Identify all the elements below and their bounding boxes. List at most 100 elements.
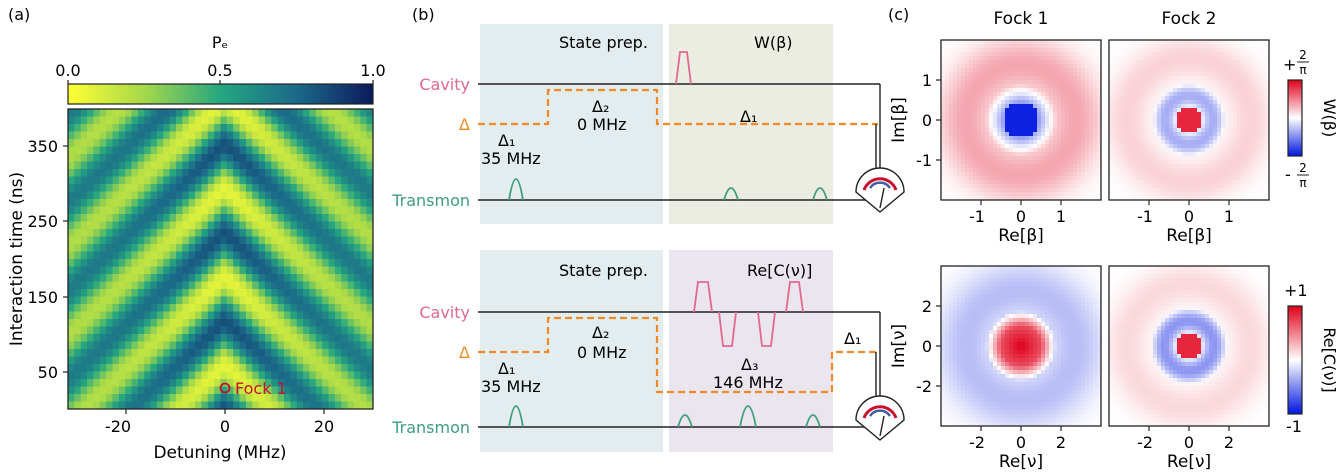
- meter-icon: [855, 395, 905, 441]
- c-bot-xtick-1: -2: [969, 433, 985, 452]
- detuning-trace-top: [478, 88, 878, 126]
- fock1-marker: [219, 382, 231, 394]
- c-top-ytick-2: 0: [922, 111, 932, 130]
- panel-label-a: (a): [8, 5, 30, 24]
- delta1-value-top: 35 MHz: [481, 149, 541, 168]
- panel-label-b: (b): [412, 5, 435, 24]
- transmon-pulse-bottom-2: [677, 414, 693, 428]
- col-title-fock1: Fock 1: [994, 9, 1049, 29]
- wigner-label-top: W(β): [754, 33, 793, 52]
- c-bot-xtick-5: 0: [1184, 433, 1194, 452]
- delta1-label-top: Δ₁: [498, 131, 515, 150]
- c-bot-xtick-6: 2: [1224, 433, 1234, 452]
- cb-wigner-label: W(β): [1320, 99, 1339, 138]
- heatmap-frame: [67, 108, 374, 410]
- transmon-label-top: Transmon: [391, 191, 470, 210]
- c-top-xtick-5: 0: [1184, 207, 1194, 226]
- c-top-ytick-1: 1: [922, 71, 932, 90]
- delta3-value-bottom: 146 MHz: [713, 373, 783, 392]
- cavity-label-bottom: Cavity: [419, 303, 470, 322]
- c-bot-xtick-3: 2: [1056, 433, 1066, 452]
- c-top-xtick-4: -1: [1137, 207, 1153, 226]
- delta1-value-bottom: 35 MHz: [481, 377, 541, 396]
- c-bot-ytick-2: 0: [922, 337, 932, 356]
- transmon-pulse-bottom-3: [739, 405, 757, 428]
- c-bot-ytick-3: -2: [916, 377, 932, 396]
- colorbar-charfn: [1287, 305, 1303, 415]
- x-axis-label: Detuning (MHz): [153, 443, 286, 463]
- transmon-label-bottom: Transmon: [391, 418, 470, 437]
- cb-charfn-minus: -1: [1286, 417, 1302, 436]
- x-tick-minus20: -20: [105, 417, 131, 436]
- charfn-label-bottom: Re[C(ν)]: [747, 261, 812, 280]
- transmon-pulse-top-1: [508, 178, 524, 201]
- wigner-fock2-map: [1109, 40, 1270, 201]
- colorbar-wigner: [1287, 79, 1303, 157]
- cb-wigner-minus-num: 2: [1299, 161, 1307, 175]
- colorbar-tick-0: 0.0: [55, 61, 80, 80]
- y-axis-label: Interaction time (ns): [7, 172, 27, 346]
- c-top-ytick-3: -1: [916, 151, 932, 170]
- x-tick-20: 20: [314, 417, 334, 436]
- cb-wigner-minus-den: π: [1299, 176, 1306, 190]
- delta3-label-bottom: Δ₃: [741, 355, 758, 374]
- y-tick-50: 50: [38, 363, 58, 382]
- x-tick-0: 0: [220, 417, 230, 436]
- transmon-pulse-bottom-4: [805, 414, 821, 428]
- delta2-label-bottom: Δ₂: [592, 323, 609, 342]
- measure-bg-bottom: [669, 250, 833, 452]
- y-tick-150: 150: [27, 288, 58, 307]
- charfn-fock2-map: [1109, 266, 1270, 427]
- charfn-fock1-map: [941, 266, 1102, 427]
- transmon-pulse-top-3: [812, 187, 828, 201]
- delta2-value-top: 0 MHz: [577, 115, 627, 134]
- c-bot-xtick-2: 0: [1016, 433, 1026, 452]
- transmon-pulse-top-2: [723, 187, 739, 201]
- state-prep-label-bottom: State prep.: [559, 261, 648, 280]
- y-tick-350: 350: [27, 137, 58, 156]
- heatmap-chevron: [68, 109, 374, 410]
- cb-wigner-minus: -: [1285, 165, 1291, 184]
- colorbar-pe: [67, 83, 374, 105]
- c-bot-ytick-1: 2: [922, 297, 932, 316]
- delta1-right-bottom: Δ₁: [844, 329, 861, 348]
- delta-label-bottom: Δ: [459, 343, 470, 362]
- detuning-trace-bottom: [478, 316, 878, 394]
- fock1-marker-label: Fock 1: [235, 379, 287, 398]
- colorbar-tick-1: 1.0: [360, 61, 385, 80]
- state-prep-label-top: State prep.: [559, 33, 648, 52]
- transmon-pulse-bottom-1: [508, 405, 524, 428]
- cavity-pulse-top: [675, 51, 692, 85]
- delta2-label-top: Δ₂: [592, 97, 609, 116]
- meter-icon: [855, 167, 905, 213]
- c-bot-xlabel-1: Re[ν]: [999, 452, 1043, 472]
- c-bot-xtick-4: -2: [1137, 433, 1153, 452]
- cb-charfn-plus: +1: [1284, 281, 1308, 300]
- c-bot-ylabel: Im[ν]: [889, 324, 909, 368]
- c-top-xlabel-1: Re[β]: [998, 226, 1044, 246]
- delta-label-top: Δ: [459, 115, 470, 134]
- colorbar-label-pe: Pₑ: [212, 33, 228, 52]
- c-top-xtick-6: 1: [1224, 207, 1234, 226]
- panel-label-c: (c): [888, 5, 909, 24]
- cavity-pulses-bottom: [693, 281, 804, 347]
- c-top-xtick-3: 1: [1056, 207, 1066, 226]
- delta1-label-bottom: Δ₁: [498, 359, 515, 378]
- c-top-xtick-1: -1: [969, 207, 985, 226]
- cb-wigner-plus: +: [1283, 55, 1296, 74]
- cb-charfn-label: Re[C(ν)]: [1320, 327, 1339, 392]
- y-tick-250: 250: [27, 212, 58, 231]
- delta2-value-bottom: 0 MHz: [577, 343, 627, 362]
- delta1-right-top: Δ₁: [740, 107, 757, 126]
- c-top-xlabel-2: Re[β]: [1166, 226, 1212, 246]
- cavity-label-top: Cavity: [419, 75, 470, 94]
- col-title-fock2: Fock 2: [1162, 9, 1217, 29]
- c-top-ylabel: Im[β]: [889, 97, 909, 143]
- cb-wigner-plus-den: π: [1299, 63, 1306, 77]
- c-top-xtick-2: 0: [1016, 207, 1026, 226]
- state-prep-bg-top: [480, 24, 663, 224]
- wigner-fock1-map: [941, 40, 1102, 201]
- c-bot-xlabel-2: Re[ν]: [1167, 452, 1211, 472]
- cb-wigner-plus-num: 2: [1299, 48, 1307, 62]
- state-prep-bg-bottom: [480, 250, 663, 452]
